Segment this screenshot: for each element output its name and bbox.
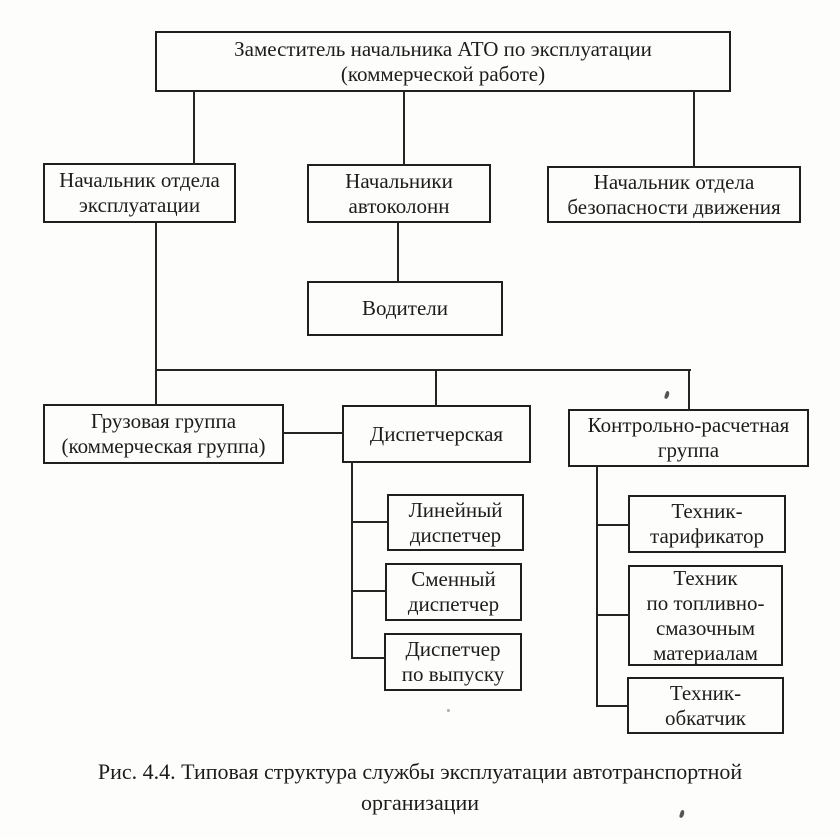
node-label: Грузовая группа (коммерческая группа) [61, 409, 266, 458]
node-line-dispatcher: Линейный диспетчер [387, 494, 524, 551]
connector-rail-to-technician-fuel [596, 614, 630, 616]
node-label: Диспетчер по выпуску [401, 637, 505, 686]
node-drivers: Водители [307, 281, 503, 336]
connector-rail-to-line-dispatcher [351, 521, 389, 523]
node-deputy-head-of-ato: Заместитель начальника АТО по эксплуатац… [155, 31, 731, 92]
connector-ops-head-drop-to-cargo-group [155, 221, 157, 406]
connector-rail-to-technician-tariff [596, 524, 630, 526]
node-label: Линейный диспетчер [408, 497, 503, 547]
node-dispatch-office: Диспетчерская [342, 405, 531, 463]
connector-motorcade-heads-to-drivers [397, 221, 399, 283]
node-label: Диспетчерская [369, 421, 504, 446]
node-label: Заместитель начальника АТО по эксплуатац… [234, 36, 652, 86]
node-label: Техник- обкатчик [664, 680, 747, 730]
figure-caption: Рис. 4.4. Типовая структура службы экспл… [97, 759, 743, 815]
scan-speck [663, 390, 671, 400]
node-label: Начальник отдела эксплуатации [59, 168, 220, 217]
connector-control-rail [596, 465, 598, 707]
connector-deputy-to-ops-head [193, 90, 195, 165]
node-technician-fuel-lubricants: Техник по топливно- смазочным материалам [628, 565, 783, 666]
node-label: Начальник отдела безопасности движения [567, 169, 781, 219]
scan-speck [447, 709, 450, 712]
connector-deputy-to-motorcade-heads [403, 90, 405, 166]
node-label: Сменный диспетчер [407, 567, 500, 616]
connector-deputy-to-safety-head [693, 90, 695, 168]
node-release-dispatcher: Диспетчер по выпуску [384, 633, 522, 691]
connector-rail-to-technician-run-in [596, 705, 629, 707]
node-motorcade-heads: Начальники автоколонн [307, 164, 491, 223]
connector-bar-to-dispatch-office [435, 369, 437, 407]
node-operations-department-head: Начальник отдела эксплуатации [43, 163, 236, 223]
node-label: Начальники автоколонн [345, 168, 453, 218]
connector-cargo-group-to-dispatch-office [282, 432, 344, 434]
connector-rail-to-shift-dispatcher [351, 590, 387, 592]
connector-rail-to-release-dispatcher [351, 657, 386, 659]
node-control-settlement-group: Контрольно-расчетная группа [568, 409, 809, 467]
node-traffic-safety-department-head: Начальник отдела безопасности движения [547, 166, 801, 223]
node-technician-tariff: Техник- тарификатор [628, 495, 786, 553]
connector-bar-to-control-group [688, 369, 690, 411]
connector-distribution-bar [155, 369, 691, 371]
node-label: Водители [361, 296, 449, 320]
node-cargo-commercial-group: Грузовая группа (коммерческая группа) [43, 404, 284, 464]
node-technician-run-in: Техник- обкатчик [627, 677, 784, 734]
node-label: Контрольно-расчетная группа [587, 413, 790, 462]
connector-dispatch-rail [351, 461, 353, 659]
node-label: Техник- тарификатор [650, 499, 764, 548]
node-shift-dispatcher: Сменный диспетчер [385, 563, 522, 621]
node-label: Техник по топливно- смазочным материалам [646, 565, 765, 665]
